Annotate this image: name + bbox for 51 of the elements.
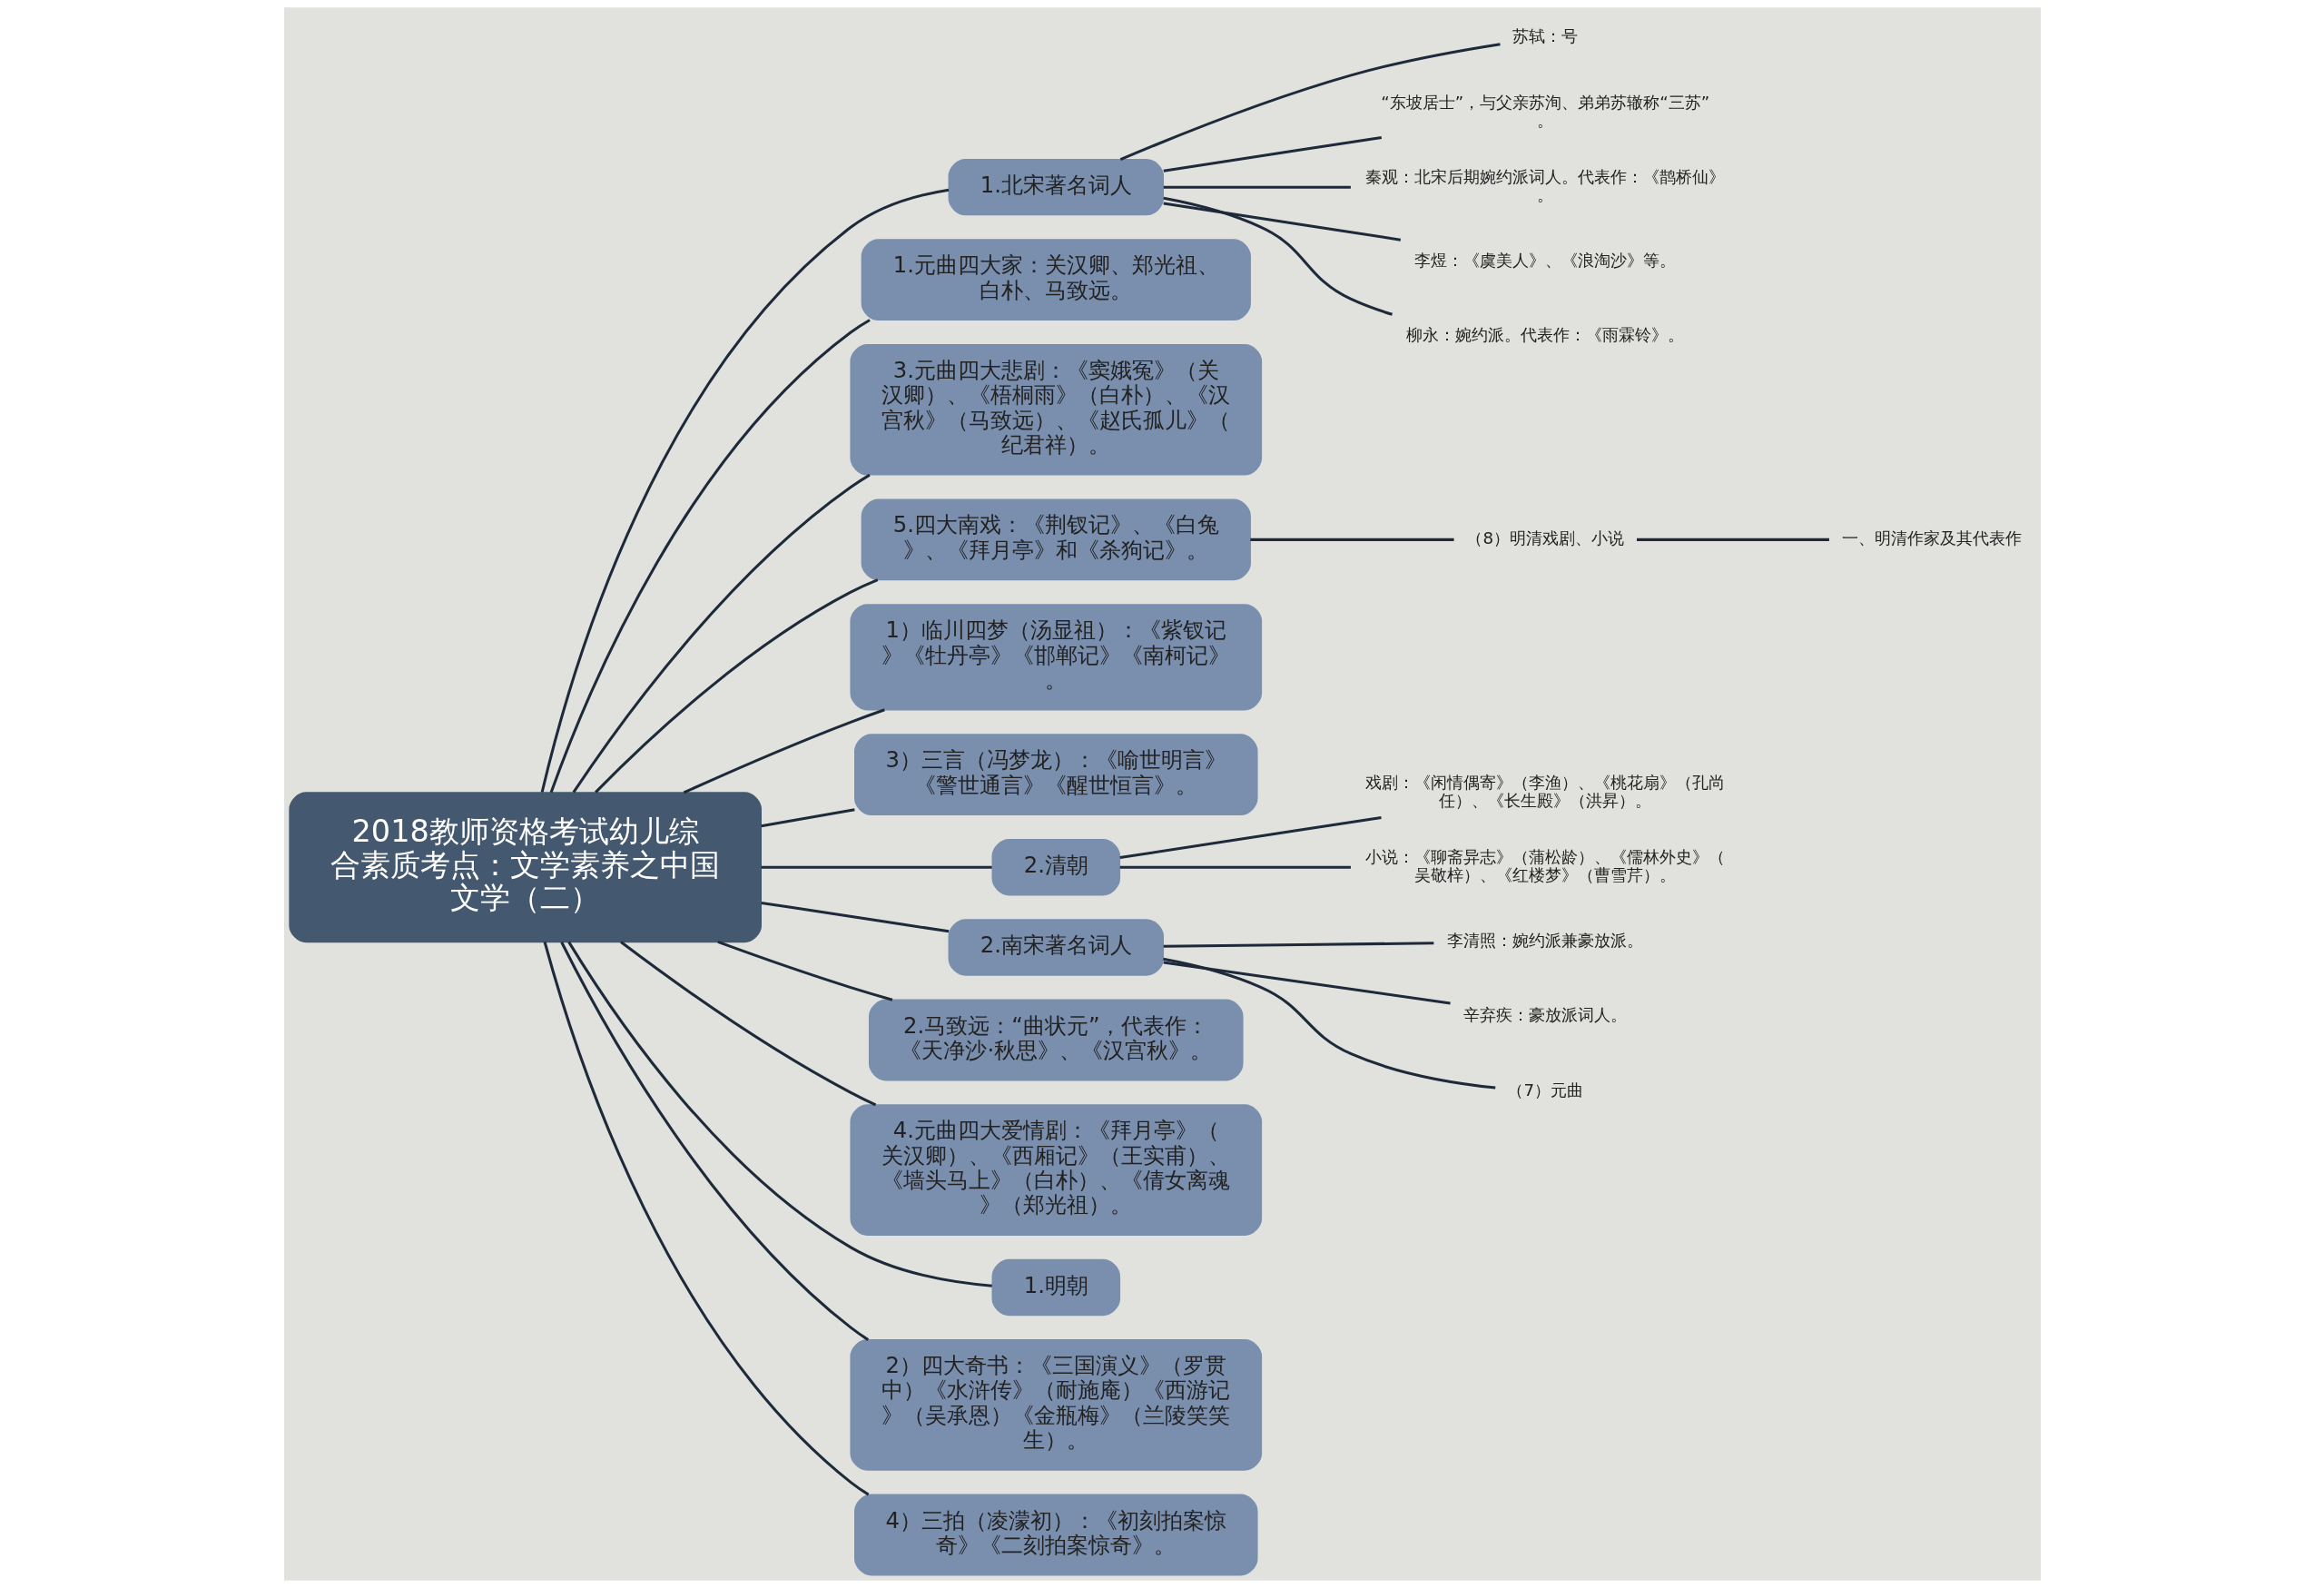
node-box: 3）三言（冯梦龙）：《喻世明言》《警世通言》《醒世恒言》。 <box>853 734 1258 816</box>
node-box: 1.元曲四大家：关汉卿、郑光祖、白朴、马致远。 <box>861 239 1251 321</box>
node-text: 一、明清作家及其代表作 <box>1841 528 2022 548</box>
node-text: 小说：《聊斋异志》（蒲松龄）、《儒林外史》（吴敬梓）、《红楼梦》（曹雪芹）。 <box>1364 847 1725 884</box>
node-text: （8）明清戏剧、小说 <box>1465 528 1624 548</box>
connector <box>761 865 992 869</box>
connector <box>543 942 869 1496</box>
node-box: 4）三拍（凌濛初）：《初刻拍案惊奇》《二刻拍案惊奇》。 <box>853 1494 1258 1576</box>
node-text: （7）元曲 <box>1506 1080 1583 1100</box>
connector <box>683 708 885 794</box>
node-text: 柳永：婉约派。代表作：《雨霖铃》。 <box>1405 325 1684 345</box>
node-box: 2.马致远：“曲状元”，代表作：《天净沙·秋思》、《汉宫秋》。 <box>868 999 1244 1081</box>
connector <box>1119 43 1501 162</box>
connector <box>760 808 855 828</box>
node-box: 2.南宋著名词人 <box>948 919 1164 976</box>
connector <box>1163 942 1433 948</box>
connector <box>1162 957 1495 1090</box>
node-box: 5.四大南戏：《荆钗记》、《白兔》、《拜月亭》和《杀狗记》。 <box>861 498 1251 581</box>
connector <box>1119 865 1351 869</box>
node-box: 3.元曲四大悲剧：《窦娥冤》（关汉卿）、《梧桐雨》（白朴）、《汉宫秋》（马致远）、《赵氏孤儿》（纪君祥）。 <box>849 343 1262 476</box>
node-box: 1.明朝 <box>991 1258 1120 1317</box>
node-text: 戏剧：《闲情偶寄》（李渔）、《桃花扇》（孔尚任）、《长生殿》（洪昇）。 <box>1364 772 1725 810</box>
node-box: 2）四大奇书：《三国演义》（罗贯中）《水浒传》（耐施庵）《西游记》（吴承恩）《金瓶梅》（兰陵笑笑生）。 <box>849 1339 1262 1471</box>
connector <box>1119 815 1382 860</box>
connector <box>1163 135 1382 173</box>
node-box: 2018教师资格考试幼儿综合素质考点：文学素养之中国文学（二） <box>288 792 762 943</box>
connector <box>1163 196 1393 316</box>
node-text: 李煜：《虞美人》、《浪淘沙》等。 <box>1413 251 1676 271</box>
connector <box>540 188 949 793</box>
connector <box>1163 961 1451 1005</box>
node-text: 李清照：婉约派兼豪放派。 <box>1446 931 1643 951</box>
connector <box>594 578 878 794</box>
connector <box>549 319 871 794</box>
node-text: 苏轼：号 <box>1512 26 1578 46</box>
connector <box>572 473 871 794</box>
node-box: 2.清朝 <box>991 839 1120 896</box>
node-box: 1）临川四梦（汤显祖）：《紫钗记》《牡丹亭》《邯郸记》《南柯记》。 <box>849 604 1262 711</box>
connector <box>1636 538 1829 541</box>
connector <box>1163 185 1351 189</box>
node-text: “东坡居士”，与父亲苏洵、弟弟苏辙称“三苏”。 <box>1380 92 1709 130</box>
connector <box>716 941 892 1001</box>
connector <box>760 901 949 933</box>
connector <box>1163 202 1401 242</box>
connector <box>566 941 992 1287</box>
connector <box>1249 538 1454 541</box>
connector <box>619 941 876 1107</box>
node-text: 秦观：北宋后期婉约派词人。代表作：《鹊桥仙》。 <box>1364 166 1725 204</box>
node-box: 1.北宋著名词人 <box>948 158 1164 216</box>
node-text: 辛弃疾：豪放派词人。 <box>1462 1005 1627 1025</box>
node-box: 4.元曲四大爱情剧：《拜月亭》（关汉卿）、《西厢记》（王实甫）、《墙头马上》（白朴）、《倩女离魂》（郑光祖）。 <box>849 1104 1262 1236</box>
connector <box>559 942 869 1341</box>
